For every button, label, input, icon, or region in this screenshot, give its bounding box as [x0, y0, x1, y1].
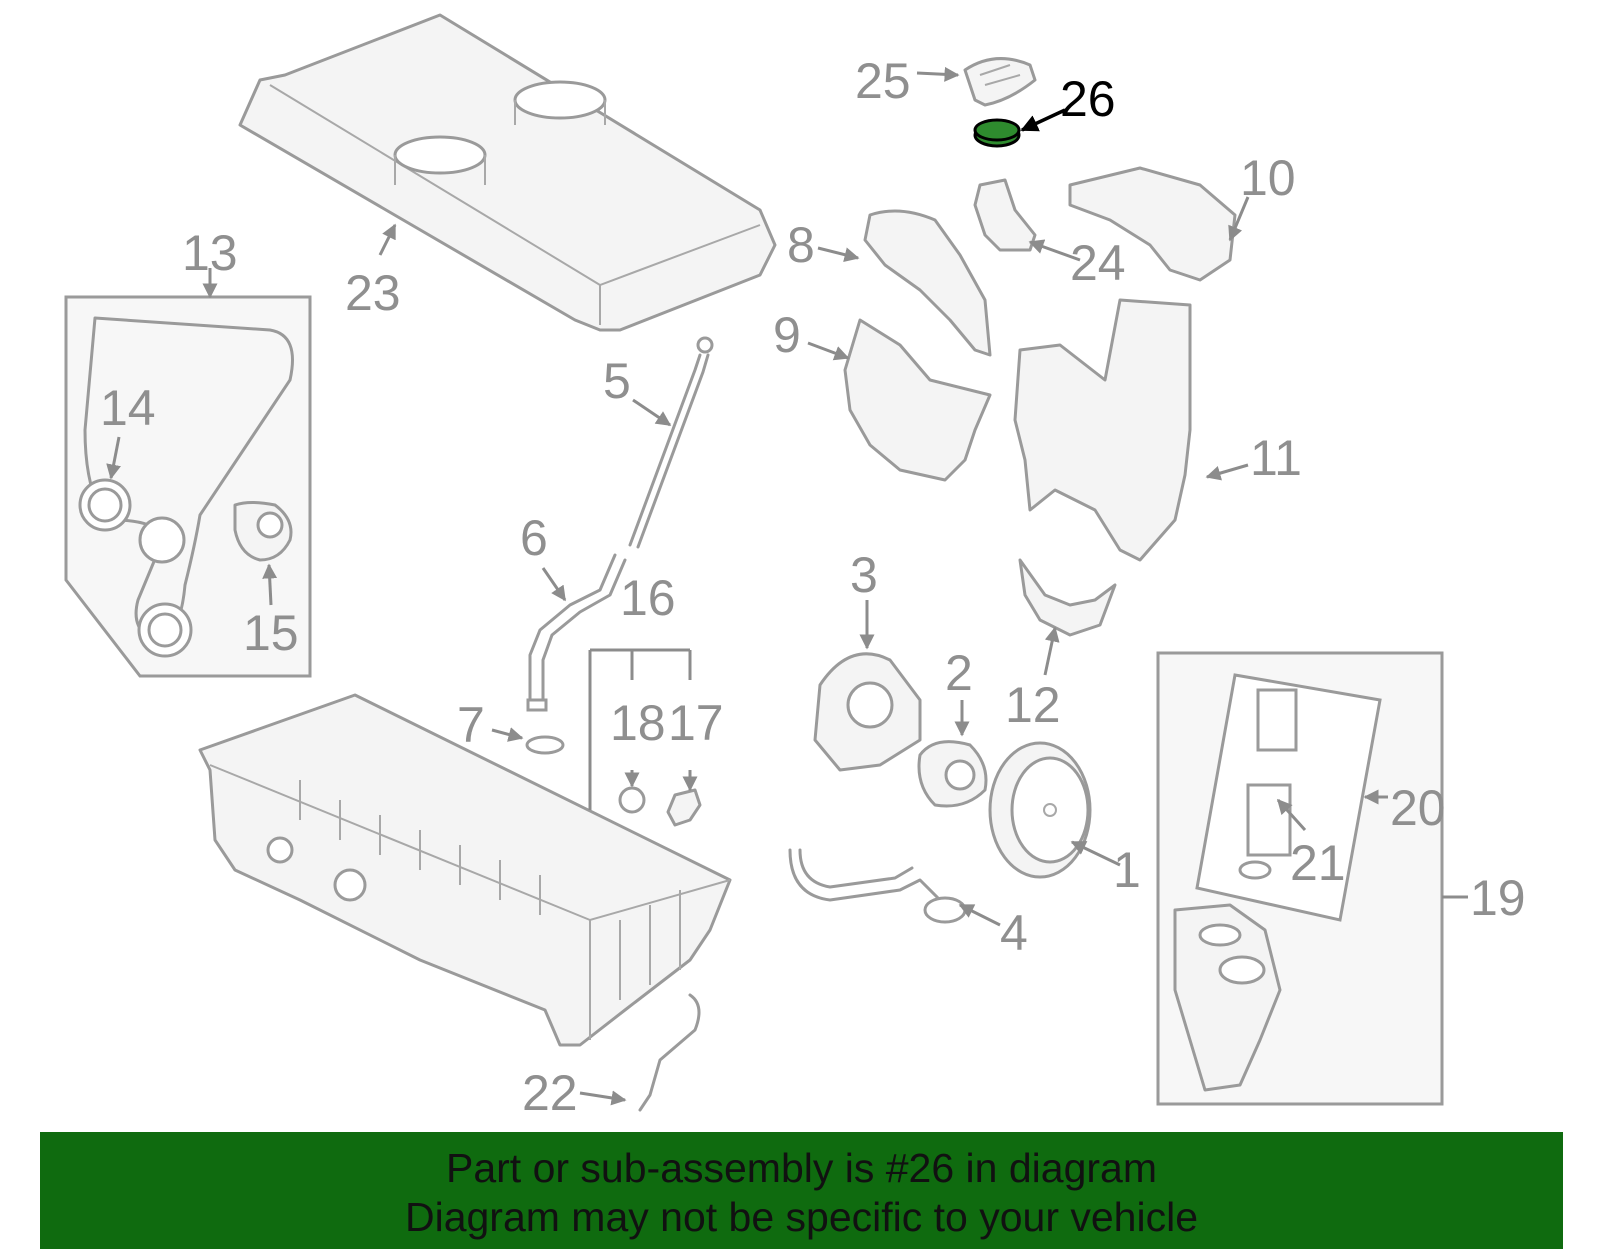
- callout-3: 3: [850, 547, 878, 603]
- filler-neck-part-24: [973, 178, 1037, 252]
- callout-19: 19: [1470, 870, 1526, 926]
- leader-lines: [106, 66, 1468, 1106]
- o-ring-part-7: [525, 735, 565, 755]
- callout-22: 22: [522, 1065, 578, 1121]
- callout-16: 16: [620, 570, 676, 626]
- timing-gasket-part-8: [863, 209, 992, 357]
- callout-7: 7: [457, 697, 485, 753]
- callout-12: 12: [1005, 677, 1061, 733]
- callout-21: 21: [1290, 835, 1346, 891]
- oil-pump-part-3: [813, 652, 922, 772]
- info-banner: Part or sub-assembly is #26 in diagram D…: [40, 1132, 1563, 1249]
- callout-25: 25: [855, 53, 911, 109]
- callout-5: 5: [603, 353, 631, 409]
- upper-timing-cover-part-10: [1068, 166, 1237, 282]
- callout-18: 18: [610, 695, 666, 751]
- seal-part-18: [618, 786, 646, 814]
- engine-parts-diagram: 1 2 3 4 5 6 7 8 9 10 11 12 13 14 15 16 1…: [64, 13, 1526, 1121]
- dipstick-tube-part-6: [526, 553, 627, 712]
- callout-8: 8: [787, 217, 815, 273]
- front-timing-cover-part-11: [1013, 298, 1192, 562]
- oil-filler-cap-part-25: [963, 57, 1037, 107]
- oil-tube-part-22: [638, 993, 701, 1112]
- lower-seal-part-12: [1018, 558, 1117, 637]
- oil-pickup-part-4: [788, 848, 967, 924]
- callout-9: 9: [773, 307, 801, 363]
- pulley-part-1: [988, 741, 1092, 879]
- plug-part-17: [666, 788, 702, 827]
- valve-cover-part-23: [238, 13, 777, 332]
- callout-1: 1: [1113, 842, 1141, 898]
- callout-2: 2: [945, 645, 973, 701]
- banner-line-1: Part or sub-assembly is #26 in diagram: [446, 1145, 1157, 1191]
- callout-14: 14: [100, 380, 156, 436]
- callout-26: 26: [1060, 71, 1116, 127]
- seal-part-26: [973, 118, 1021, 148]
- callout-23: 23: [345, 265, 401, 321]
- callout-6: 6: [520, 510, 548, 566]
- callout-4: 4: [1000, 905, 1028, 961]
- callout-24: 24: [1070, 235, 1126, 291]
- banner-line-2: Diagram may not be specific to your vehi…: [404, 1194, 1198, 1240]
- callout-17: 17: [668, 695, 724, 751]
- callout-13: 13: [182, 225, 238, 281]
- leader-16: [588, 648, 692, 810]
- callout-15: 15: [243, 605, 299, 661]
- callout-20: 20: [1390, 780, 1446, 836]
- oil-filter-box: [1156, 651, 1444, 1106]
- inner-timing-cover-part-9: [843, 318, 992, 482]
- oil-pan: [198, 693, 732, 1047]
- callout-10: 10: [1240, 150, 1296, 206]
- belt-box: [64, 295, 312, 678]
- sprocket-part-2: [917, 740, 988, 808]
- callout-11: 11: [1250, 430, 1302, 486]
- dipstick-part-5: [628, 336, 714, 549]
